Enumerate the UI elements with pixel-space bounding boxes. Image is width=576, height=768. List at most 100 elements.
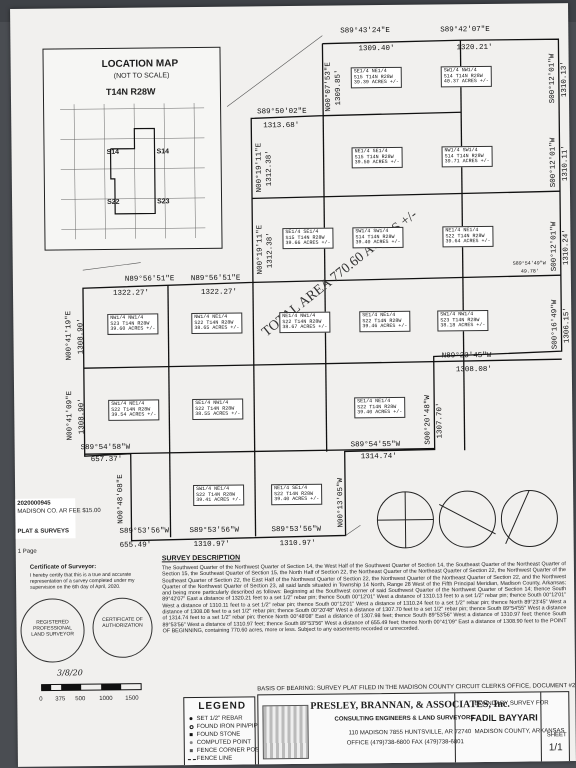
- bearing-east-4: S00°16'49"W: [551, 299, 560, 350]
- bearing-south-west: S89°54'58"W: [80, 443, 131, 453]
- distance-bottom-1: 655.49': [119, 541, 152, 550]
- distance-south-west: 657.37': [90, 455, 123, 465]
- sheet-number: 1/1: [548, 742, 563, 754]
- bearing-sw-leg: N00°48'08"E: [116, 474, 126, 524]
- legend-item-found-stone: FOUND STONE: [196, 731, 241, 739]
- fence-line-icon: [187, 759, 196, 761]
- bearing-east-1: S00°12'01"W: [548, 53, 558, 104]
- distance-center-lower: 1312.38': [266, 232, 275, 269]
- found-stone-icon: [189, 733, 193, 737]
- fence-post-icon: [189, 749, 193, 753]
- bearing-north-jog: N00°07'53"E: [324, 62, 334, 112]
- distance-north-jog: 1309.85': [334, 69, 344, 106]
- distance-east-2: 1310.11': [561, 145, 570, 182]
- computed-point-icon: [189, 741, 193, 745]
- survey-description-heading: SURVEY DESCRIPTION: [161, 554, 241, 563]
- distance-top-right: 1320.21': [456, 43, 493, 53]
- scale-label-500: 500: [75, 696, 86, 703]
- scale-label-375: 375: [55, 696, 66, 703]
- bearing-top-left: S89°43'24"E: [340, 26, 390, 36]
- bearing-bottom-3: S89°53'56"W: [271, 525, 322, 535]
- surveyor-seal: REGISTERED PROFESSIONAL LAND SURVEYOR: [20, 598, 85, 663]
- title-block: PRESLEY, BRANNAN, & ASSOCIATES, Inc. CON…: [257, 691, 570, 767]
- bearing-west-north-2: N89°56'51"E: [190, 274, 241, 284]
- bearing-west-north: N89°56'51"E: [124, 275, 175, 284]
- company-phone: OFFICE (479)738-6800 FAX (479)738-6801: [346, 739, 464, 747]
- legend: LEGEND SET 1/2" REBAR FOUND IRON PIN/PIP…: [183, 696, 263, 767]
- distance-south-mid: 1314.74': [360, 452, 397, 462]
- distance-east-3: 1310.24': [562, 229, 571, 266]
- bearing-small-jog: S89°54'49"W: [512, 260, 546, 267]
- bearing-center-upper: N00°19'11"E: [255, 142, 264, 193]
- distance-bottom-3: 1310.97': [279, 539, 316, 549]
- legend-item-computed: COMPUTED POINT: [196, 739, 252, 747]
- plat-sheet: TOTAL AREA 770.60 ACRES +/- LOCATION MAP…: [10, 3, 576, 767]
- map-section-s22: S22: [107, 198, 120, 206]
- certificate-heading: Certificate of Surveyor:: [29, 564, 97, 571]
- bearing-south-mid: S89°54'55"W: [350, 440, 401, 450]
- distance-east-jog: 1308.08': [455, 365, 492, 375]
- distance-east-4: 1306.15': [563, 307, 572, 344]
- found-pin-icon: [189, 725, 194, 730]
- legend-title: LEGEND: [198, 700, 247, 713]
- client-name: FADIL BAYYARI: [470, 712, 538, 724]
- bearing-top-right: S89°42'07"E: [440, 25, 490, 35]
- distance-center-upper: 1312.38': [265, 150, 274, 187]
- distance-west-north: 1322.27': [112, 289, 150, 298]
- survey-description-text: The Southwest Quarter of the Northwest Q…: [161, 561, 567, 635]
- set-rebar-icon: [189, 717, 193, 721]
- bearing-bottom-2: S89°53'56"W: [189, 526, 240, 536]
- distance-west-upper: 1308.90': [77, 318, 86, 355]
- scale-label-1500: 1500: [125, 695, 139, 702]
- bearing-bottom-1: S89°53'56"W: [119, 527, 170, 536]
- bearing-east-lower: S00°20'48"W: [424, 395, 433, 445]
- scale-label-1000: 1000: [99, 695, 113, 703]
- legend-item-found-iron: FOUND IRON PIN/PIPE: [196, 723, 262, 731]
- authorization-seal-text: CERTIFICATE OF AUTHORIZATION: [102, 616, 143, 630]
- map-section-s14-b: S14: [156, 148, 170, 156]
- distance-east-lower: 1307.70': [436, 402, 445, 439]
- recording-title: PLAT & SURVEYS: [17, 528, 70, 535]
- company-logo: [262, 704, 309, 760]
- bearing-east-jog: N89°23'45"W: [441, 351, 492, 361]
- legend-item-fence-line: FENCE LINE: [196, 755, 233, 763]
- distance-top-left: 1309.40': [358, 44, 395, 54]
- legend-item-fence-post: FENCE CORNER POST: [196, 747, 263, 755]
- bearing-center-lower: N00°19'11"E: [256, 224, 265, 275]
- survey-for-label: BOUNDARY SURVEY FOR: [474, 700, 549, 708]
- location-map: LOCATION MAP (NOT TO SCALE) T14N R28W S1…: [42, 46, 223, 251]
- bearing-west-lower: N00°41'09"E: [66, 390, 75, 441]
- distance-small-jog: 49.78': [520, 268, 539, 275]
- recording-doc-no: 2020000945: [17, 500, 51, 507]
- surveyor-seal-text: REGISTERED PROFESSIONAL LAND SURVEYOR: [31, 619, 74, 638]
- authorization-seal: CERTIFICATE OF AUTHORIZATION: [92, 597, 153, 659]
- recording-county: MADISON CO. AR FEE $15.00: [17, 508, 101, 515]
- map-section-s14-a: S14: [106, 148, 120, 156]
- company-subtitle: CONSULTING ENGINEERS & LAND SURVEYORS: [334, 715, 475, 723]
- distance-west-lower: 1308.90': [78, 398, 87, 435]
- legend-item-set-rebar: SET 1/2" REBAR: [196, 715, 243, 723]
- signature-date: 3/8/20: [56, 668, 83, 678]
- bearing-east-2: S00°12'01"W: [549, 137, 558, 188]
- scale-label-0: 0: [39, 696, 43, 703]
- certificate-text: I hereby certify that this is a true and…: [29, 571, 135, 591]
- bearing-mid-north: S89°50'02"E: [257, 107, 307, 117]
- recording-pages: 1 Page: [17, 548, 37, 555]
